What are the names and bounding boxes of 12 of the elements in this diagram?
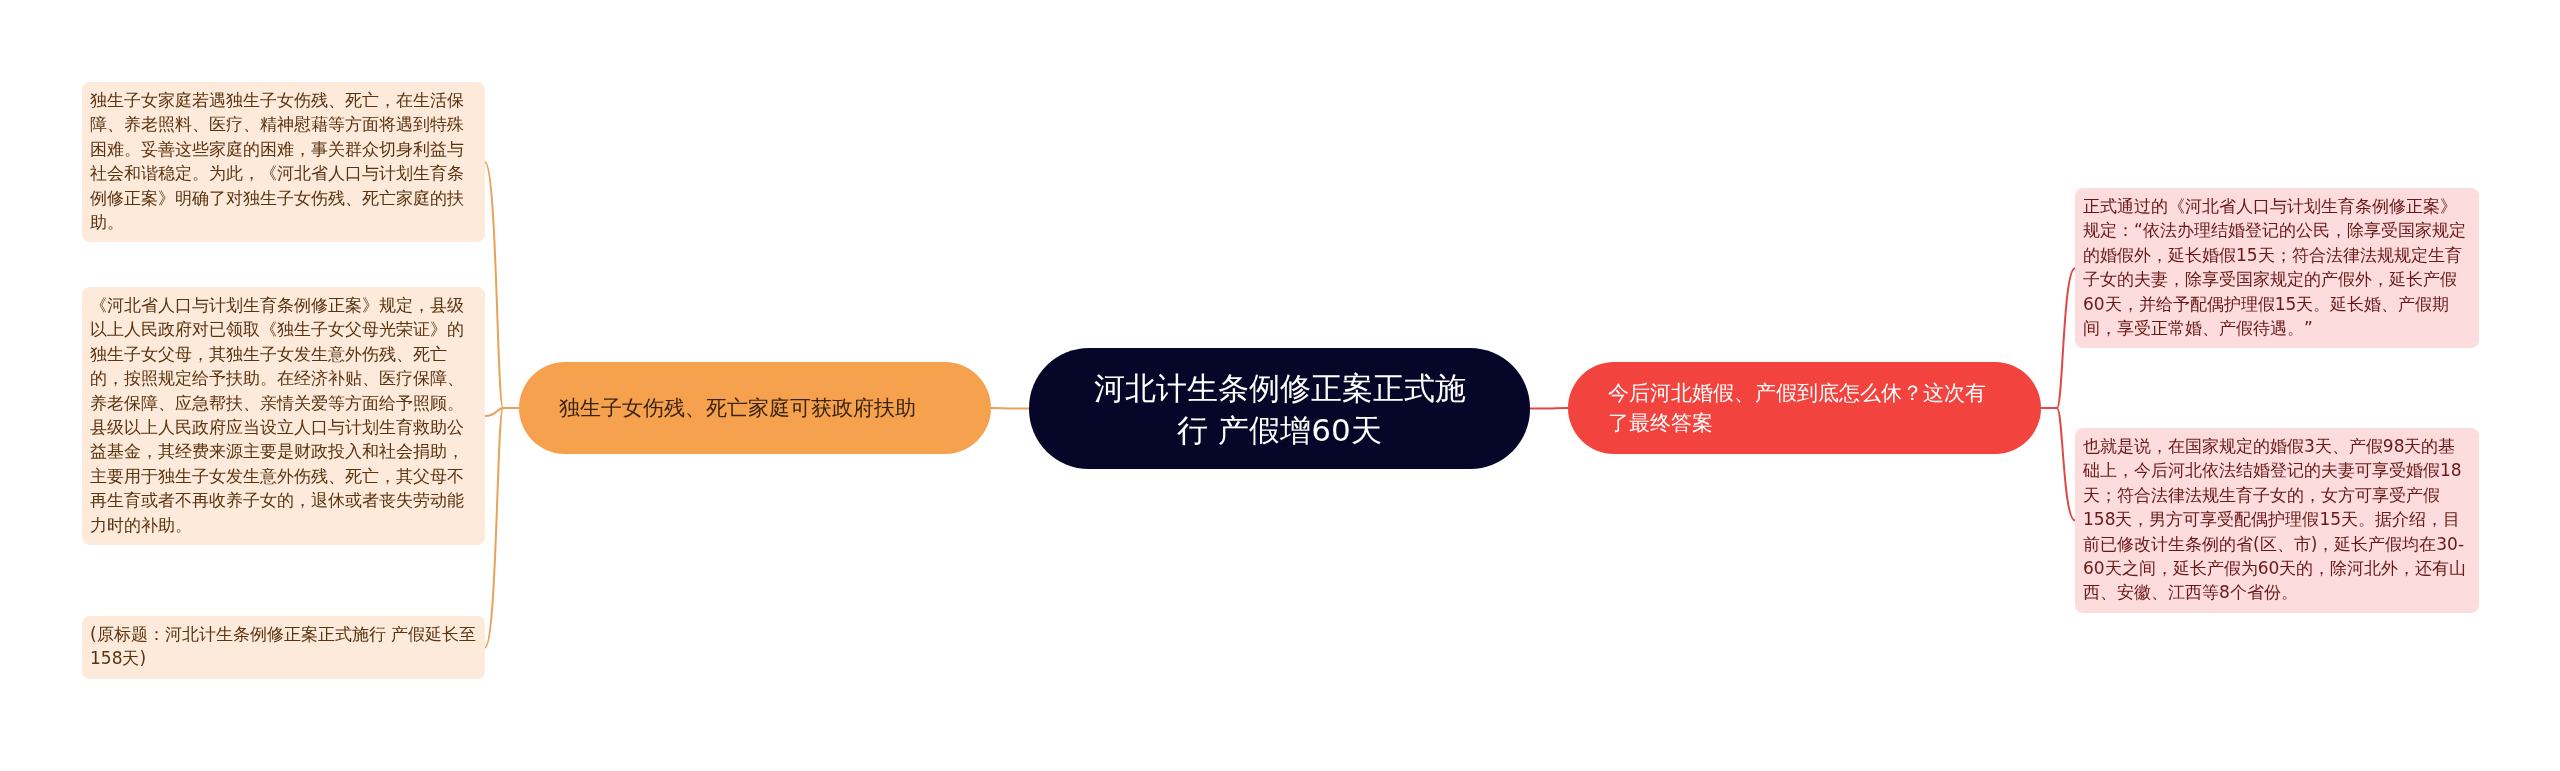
connector: [2040, 407, 2076, 522]
connector: [484, 407, 520, 649]
branch-pill: 今后河北婚假、产假到底怎么休？这次有了最终答案: [1568, 362, 2041, 454]
text-card: 独生子女家庭若遇独生子女伤残、死亡，在生活保障、养老照料、医疗、精神慰藉等方面将遇到特殊困难。妥善这些家庭的困难，事关群众切身利益与社会和谐稳定。为此，《河北省人口与计划生育条例修正案》明确了对独生子女伤残、死亡家庭的扶助。: [82, 82, 485, 243]
topic-pill: 河北计生条例修正案正式施行 产假增60天: [1029, 348, 1530, 469]
connector: [1529, 407, 1569, 410]
text-card: 正式通过的《河北省人口与计划生育条例修正案》规定：“依法办理结婚登记的公民，除享受国家规定的婚假外，延长婚假15天；符合法律法规规定生育子女的夫妻，除享受国家规定的产假外，延长产假60天，并给予配偶护理假15天。延长婚、产假期间，享受正常婚、产假待遇。”: [2075, 188, 2479, 349]
text-card: 《河北省人口与计划生育条例修正案》规定，县级以上人民政府对已领取《独生子女父母光荣证》的独生子女父母，其独生子女发生意外伤残、死亡的，按照规定给予扶助。在经济补贴、医疗保障、养老保障、应急帮扶、亲情关爱等方面给予照顾。县级以上人民政府应当设立人口与计划生育救助公益基金，其经费来源主要是财政投入和社会捐助，主要用于独生子女发生意外伤残、死亡，其父母不再生育或者不再收养子女的，退休或者丧失劳动能力时的补助。: [82, 287, 485, 546]
branch-pill: 独生子女伤残、死亡家庭可获政府扶助: [519, 362, 991, 454]
text-card: 也就是说，在国家规定的婚假3天、产假98天的基础上，今后河北依法结婚登记的夫妻可享受婚假18天；符合法律法规生育子女的，女方可享受产假158天，男方可享受配偶护理假15天。据介绍，目前已修改计生条例的省(区、市)，延长产假均在30-60天之间，延长产假为60天的，除河北外，还有山西、安徽、江西等8个省份。: [2075, 428, 2479, 613]
connector: [990, 407, 1030, 410]
text-card: (原标题：河北计生条例修正案正式施行 产假延长至158天): [82, 616, 485, 679]
